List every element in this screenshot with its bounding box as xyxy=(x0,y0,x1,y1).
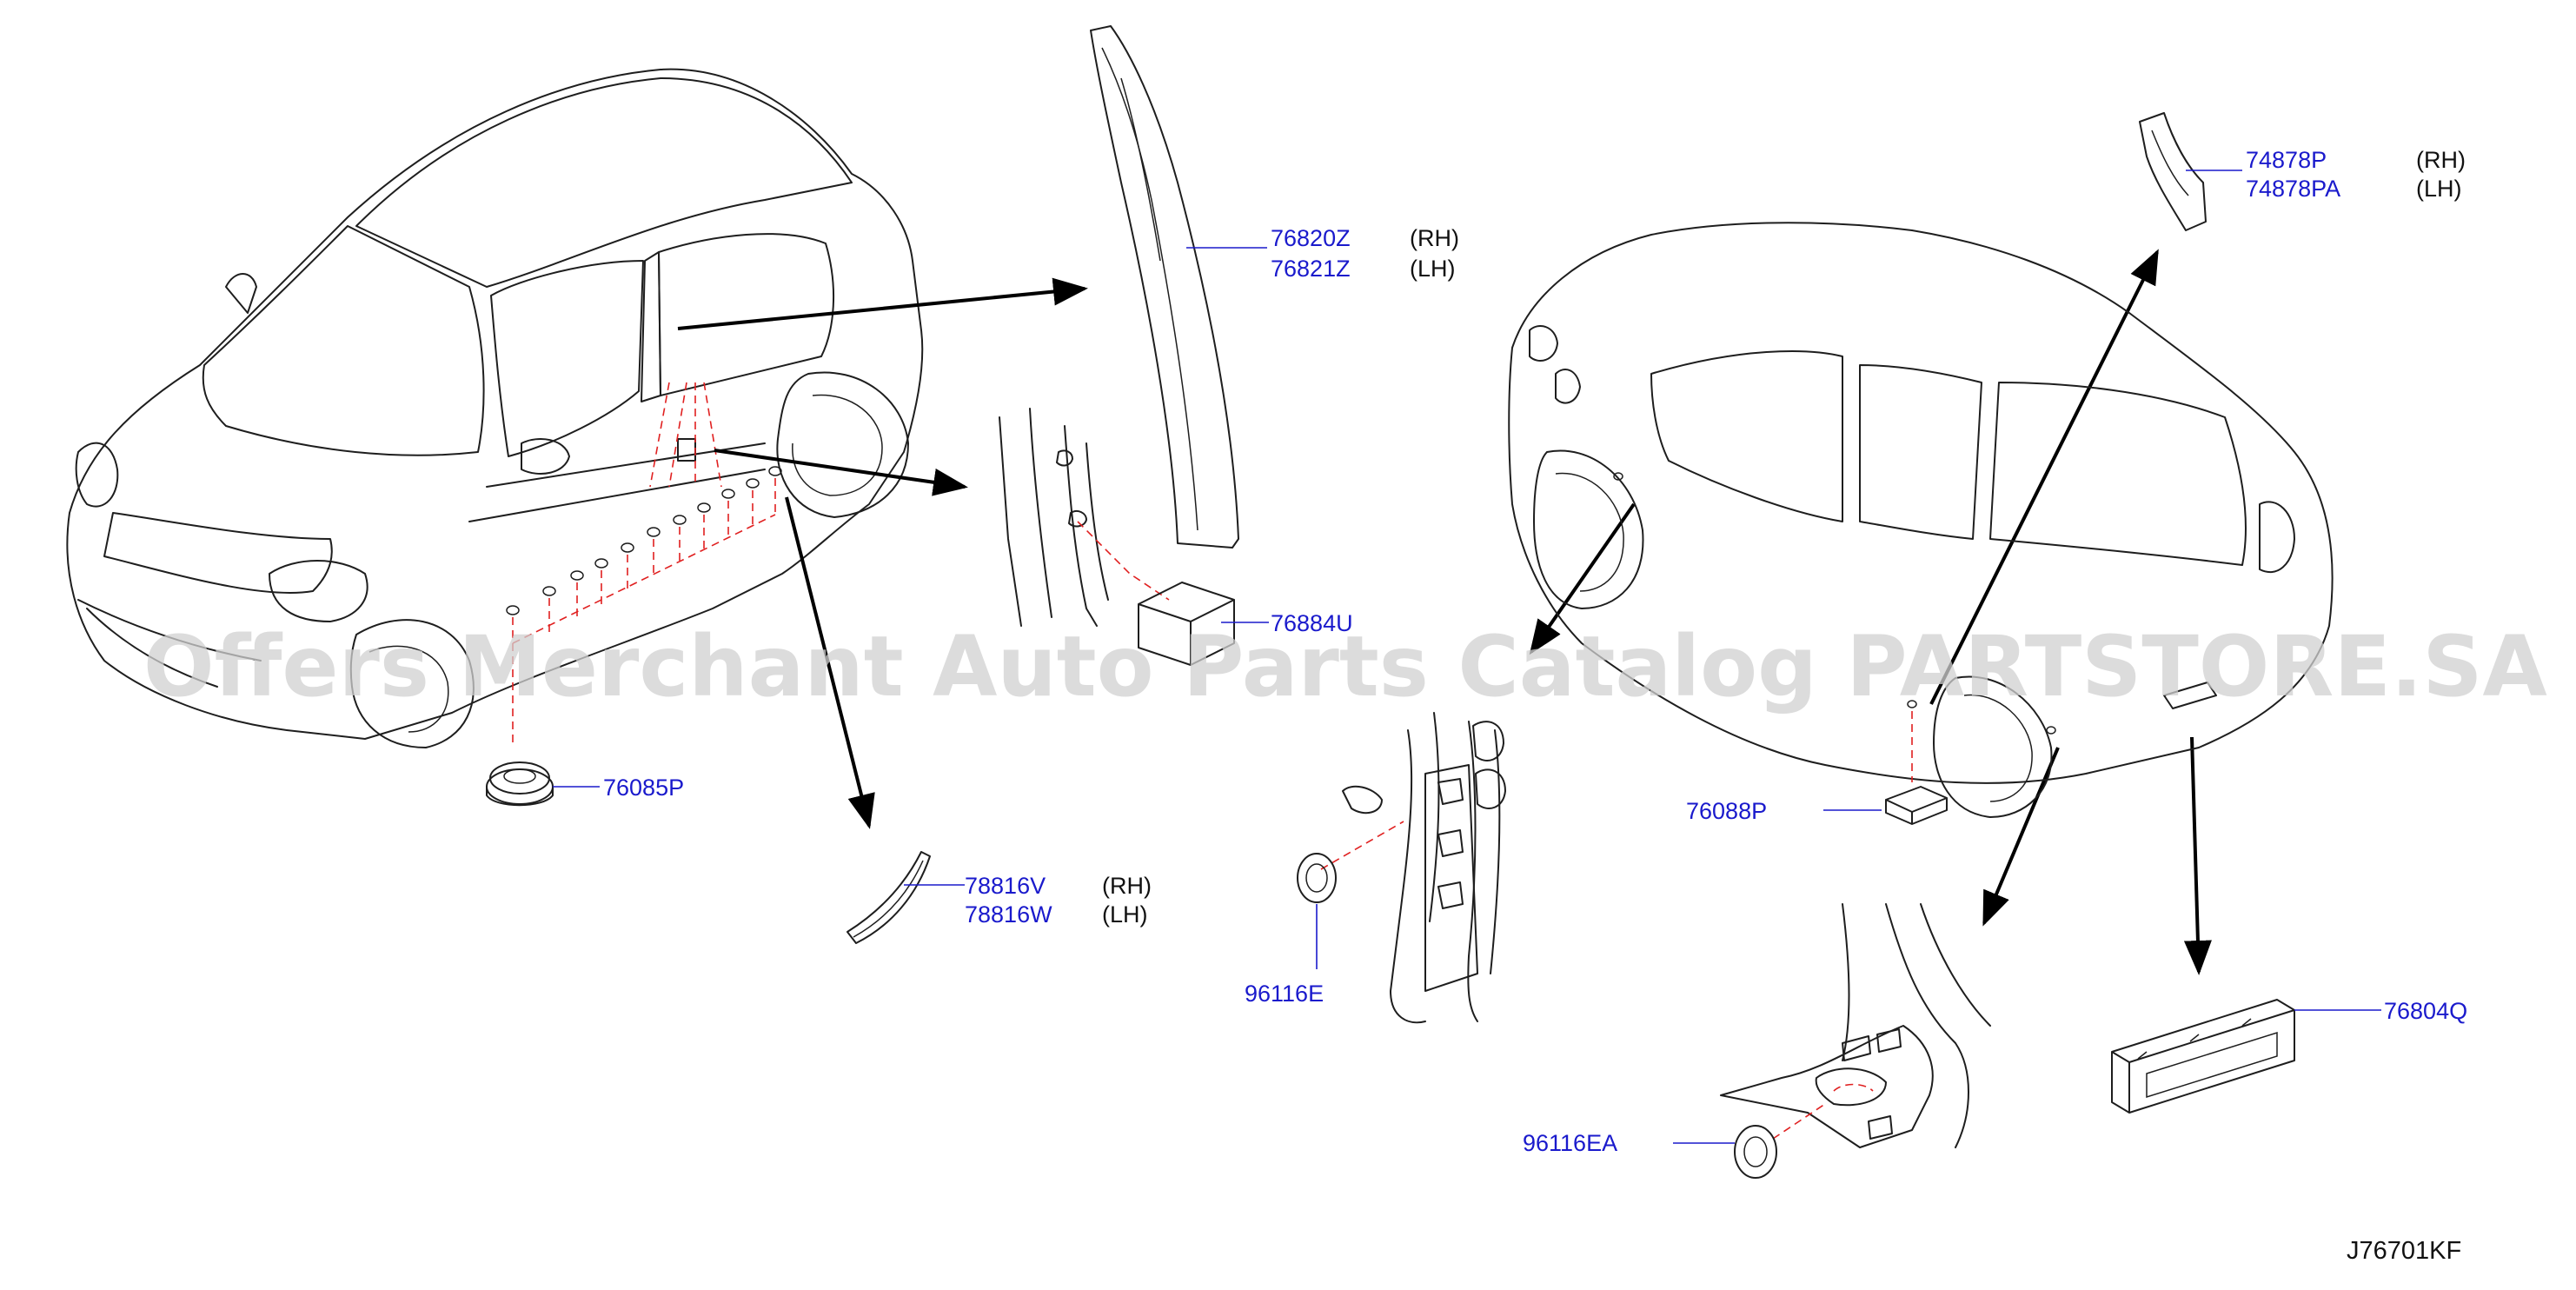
pillar-garnish-illustration xyxy=(1090,25,1239,549)
side-lh-74878pa: (LH) xyxy=(2416,176,2462,202)
part-number-74878p[interactable]: 74878P xyxy=(2246,147,2327,173)
rear-car-illustration xyxy=(1508,222,2334,818)
side-rh-76820z: (RH) xyxy=(1410,225,1459,251)
part-number-76821z[interactable]: 76821Z xyxy=(1271,256,1351,282)
side-lh-76821z: (LH) xyxy=(1410,256,1456,282)
side-rh-78816v: (RH) xyxy=(1102,873,1152,899)
part-number-78816w[interactable]: 78816W xyxy=(965,901,1052,928)
pad-76088p-illustration xyxy=(1885,711,1948,825)
part-number-96116ea[interactable]: 96116EA xyxy=(1523,1130,1617,1156)
diagram-code: J76701KF xyxy=(2347,1237,2461,1265)
part-number-78816v[interactable]: 78816V xyxy=(965,873,1046,899)
part-number-76884u[interactable]: 76884U xyxy=(1271,610,1353,636)
rear-floor-section-illustration xyxy=(1720,903,1991,1179)
callout-leaders xyxy=(553,170,2381,1144)
grommet-76085p-illustration xyxy=(486,761,554,807)
sill-grommets xyxy=(506,466,782,615)
side-lh-78816w: (LH) xyxy=(1102,901,1148,928)
part-number-96116e[interactable]: 96116E xyxy=(1245,981,1324,1007)
pointer-arrows xyxy=(677,249,2212,975)
quarter-panel-section-illustration xyxy=(1297,712,1506,1024)
front-car-illustration xyxy=(66,68,924,748)
sill-dash-lines xyxy=(512,382,776,748)
part-number-76804q[interactable]: 76804Q xyxy=(2384,998,2467,1024)
watermark-text: Offers Merchant Auto Parts Catalog PARTS… xyxy=(143,618,2547,715)
part-number-76820z[interactable]: 76820Z xyxy=(1271,225,1351,251)
part-number-76088p[interactable]: 76088P xyxy=(1686,798,1767,824)
side-rh-74878p: (RH) xyxy=(2416,147,2466,173)
bracket-76804q-illustration xyxy=(2111,999,2295,1114)
part-number-76085p[interactable]: 76085P xyxy=(603,775,684,801)
callout-labels: 76820Z (RH) 76821Z (LH) 76884U 76085P 78… xyxy=(603,147,2467,1156)
pillar-section-illustration xyxy=(999,408,1235,666)
arch-moulding-illustration xyxy=(846,851,931,944)
spoiler-end-illustration xyxy=(2139,112,2207,231)
part-number-74878pa[interactable]: 74878PA xyxy=(2246,176,2340,202)
